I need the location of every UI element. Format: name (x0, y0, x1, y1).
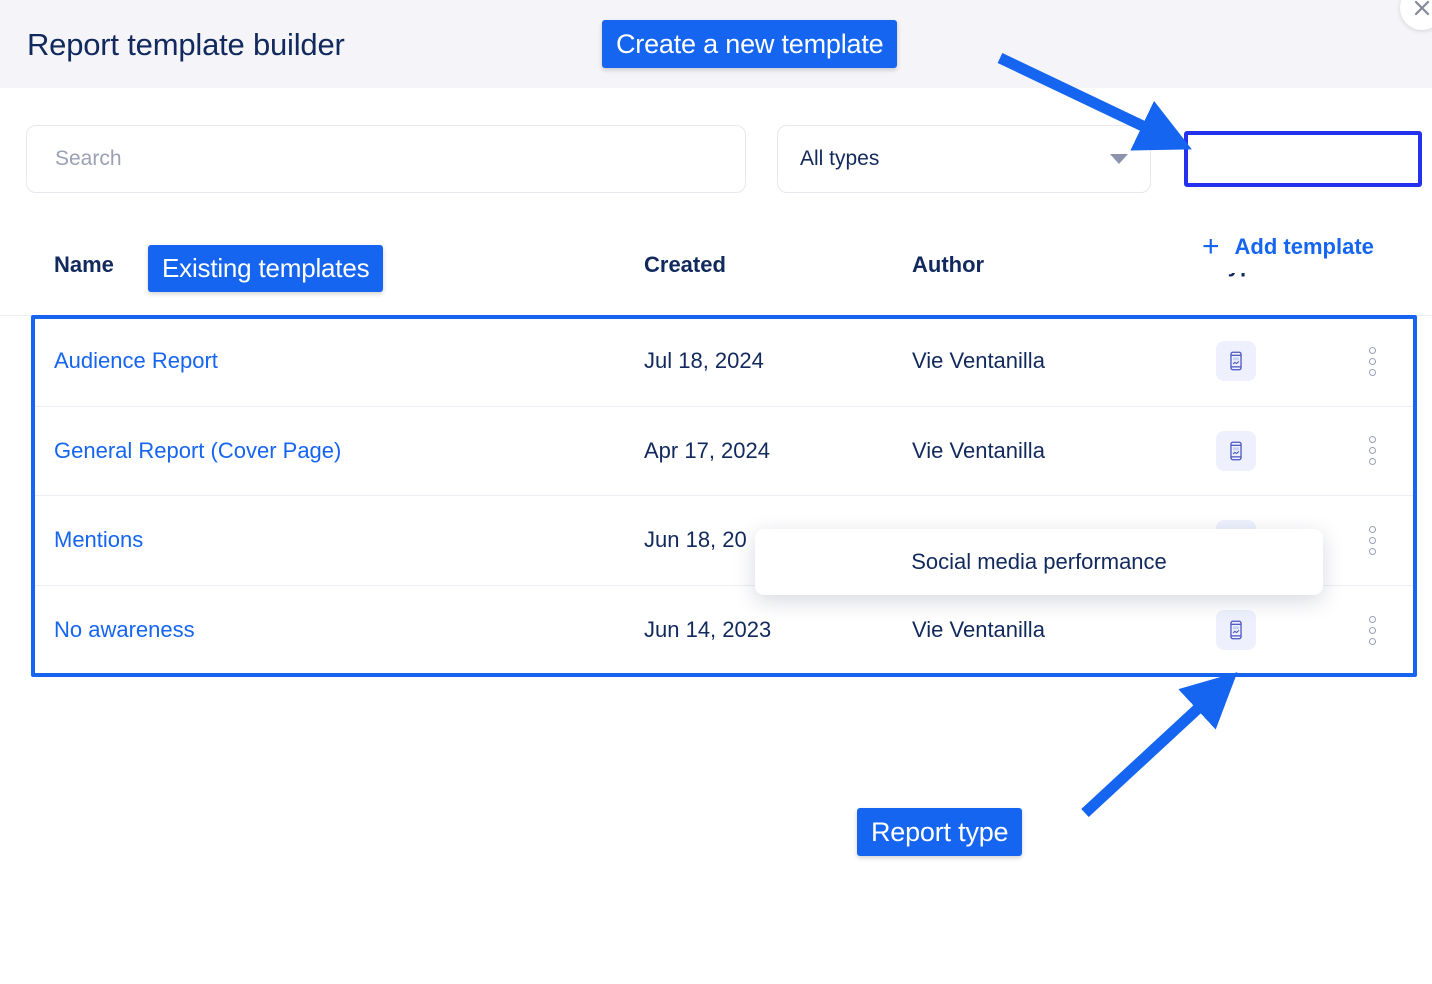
row-menu-cell[interactable] (1358, 523, 1386, 557)
column-header-name: Name (54, 252, 114, 277)
row-menu-cell[interactable] (1358, 344, 1386, 378)
add-template-label: Add template (1234, 234, 1374, 259)
add-template-button[interactable]: + Add template (1186, 221, 1420, 273)
search-input[interactable] (53, 146, 719, 172)
column-header-created: Created (644, 252, 726, 277)
toolbar: All types + Add template (0, 88, 1432, 273)
template-author: Vie Ventanilla (912, 617, 1045, 643)
table-row[interactable]: General Report (Cover Page) Apr 17, 2024… (33, 407, 1415, 496)
plus-icon: + (1202, 230, 1220, 263)
template-type-cell[interactable] (1216, 341, 1256, 382)
header-band: Report template builder (0, 0, 1432, 88)
annotation-existing-templates: Existing templates (148, 245, 384, 292)
template-type-cell[interactable] (1216, 430, 1256, 471)
mobile-chart-icon[interactable] (1216, 341, 1256, 382)
type-filter-value: All types (800, 147, 880, 170)
template-created: Apr 17, 2024 (644, 437, 770, 463)
annotation-label: Existing templates (162, 253, 370, 283)
search-field[interactable] (26, 125, 746, 193)
template-name-link[interactable]: Mentions (54, 527, 144, 553)
mobile-chart-icon[interactable] (1216, 610, 1256, 651)
type-filter-select[interactable]: All types (777, 125, 1151, 193)
close-x-icon (1414, 0, 1430, 16)
templates-table-body: Audience Report Jul 18, 2024 Vie Ventani… (33, 317, 1415, 675)
annotation-report-type: Report type (857, 808, 1023, 856)
kebab-menu-icon[interactable] (1358, 613, 1386, 647)
type-tooltip: Social media performance (755, 529, 1323, 595)
chevron-down-icon (1110, 154, 1128, 164)
row-menu-cell[interactable] (1358, 434, 1386, 468)
template-name-link[interactable]: General Report (Cover Page) (54, 437, 342, 463)
kebab-menu-icon[interactable] (1358, 434, 1386, 468)
tooltip-text: Social media performance (911, 549, 1167, 574)
template-created: Jun 18, 20 (644, 527, 747, 553)
template-author: Vie Ventanilla (912, 437, 1045, 463)
template-type-cell[interactable] (1216, 610, 1256, 651)
row-menu-cell[interactable] (1358, 613, 1386, 647)
template-name-link[interactable]: Audience Report (54, 348, 218, 374)
annotation-label: Create a new template (616, 28, 884, 59)
mobile-chart-icon[interactable] (1216, 430, 1256, 471)
annotation-label: Report type (871, 816, 1009, 847)
kebab-menu-icon[interactable] (1358, 523, 1386, 557)
template-author: Vie Ventanilla (912, 348, 1045, 374)
arrow-to-report-type (1081, 672, 1238, 818)
column-header-author: Author (912, 252, 985, 277)
table-row[interactable]: Audience Report Jul 18, 2024 Vie Ventani… (33, 317, 1415, 407)
annotation-create-new-template: Create a new template (602, 20, 898, 68)
kebab-menu-icon[interactable] (1358, 344, 1386, 378)
template-created: Jul 18, 2024 (644, 348, 764, 374)
template-name-link[interactable]: No awareness (54, 617, 195, 643)
table-row[interactable]: No awareness Jun 14, 2023 Vie Ventanilla (33, 586, 1415, 676)
template-created: Jun 14, 2023 (644, 617, 772, 643)
page-title: Report template builder (27, 27, 345, 62)
